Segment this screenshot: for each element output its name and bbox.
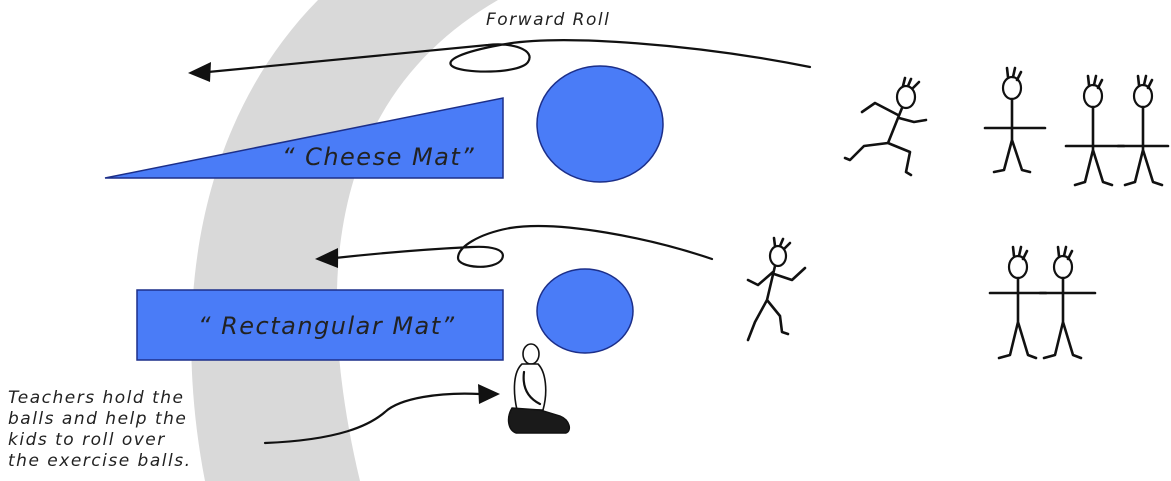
teacher-legs (507, 407, 571, 434)
kid-body (988, 276, 1048, 360)
kid-hair (1086, 74, 1104, 90)
kid-standing-1 (983, 66, 1047, 174)
kid-running-upper (843, 76, 928, 177)
cheese-mat-shape (104, 97, 504, 179)
teacher-body (513, 363, 547, 411)
lower-roll-path (315, 225, 714, 268)
teacher-arm (522, 370, 542, 406)
backdrop-arc-shape (191, 0, 498, 481)
kid-hair (1005, 66, 1023, 82)
kid-body (1064, 105, 1126, 187)
kid-standing-4 (988, 245, 1048, 360)
kid-hair (1056, 245, 1074, 261)
cheese-mat: “ Cheese Mat” (104, 97, 504, 179)
kid-body (843, 101, 928, 177)
kid-body (1038, 276, 1097, 360)
teacher-note: Teachers hold the balls and help the kid… (8, 388, 191, 471)
teacher-arrowhead (478, 384, 500, 404)
forward-roll-label: Forward Roll (486, 10, 610, 30)
lower-arrowhead (315, 248, 338, 268)
backdrop-arc (191, 0, 498, 481)
kid-body (1116, 105, 1170, 187)
kid-hair (1011, 245, 1029, 261)
kid-running-lower (746, 236, 807, 342)
upper-roll-path (188, 39, 812, 82)
kid-body (983, 97, 1047, 174)
exercise-ball-large (536, 65, 664, 183)
upper-roll-curve (206, 39, 812, 74)
cheese-mat-label: “ Cheese Mat” (282, 143, 475, 171)
rectangular-mat-label: “ Rectangular Mat” (198, 312, 456, 340)
teacher-note-line-4: the exercise balls. (8, 451, 191, 471)
teacher-head (522, 343, 540, 365)
kid-standing-5 (1038, 245, 1097, 360)
kid-head (895, 84, 917, 110)
teacher-note-line-1: Teachers hold the (8, 388, 184, 408)
kid-body (746, 264, 807, 342)
lower-roll-curve (333, 225, 714, 268)
kneeling-teacher-figure (507, 343, 571, 434)
kid-standing-3 (1116, 74, 1170, 187)
kid-hair (772, 236, 792, 251)
kid-hair (1136, 74, 1154, 90)
kid-hair (901, 76, 921, 90)
rectangular-mat-shape (136, 289, 504, 361)
teacher-note-line-3: kids to roll over (8, 430, 166, 450)
teacher-note-line-2: balls and help the (8, 409, 187, 429)
exercise-ball-small (536, 268, 634, 354)
rectangular-mat: “ Rectangular Mat” (136, 289, 504, 361)
upper-arrowhead (188, 62, 211, 82)
kid-standing-2 (1064, 74, 1126, 187)
teacher-arrow (263, 384, 500, 445)
kid-head (768, 244, 788, 268)
teacher-arrow-curve (263, 392, 482, 445)
